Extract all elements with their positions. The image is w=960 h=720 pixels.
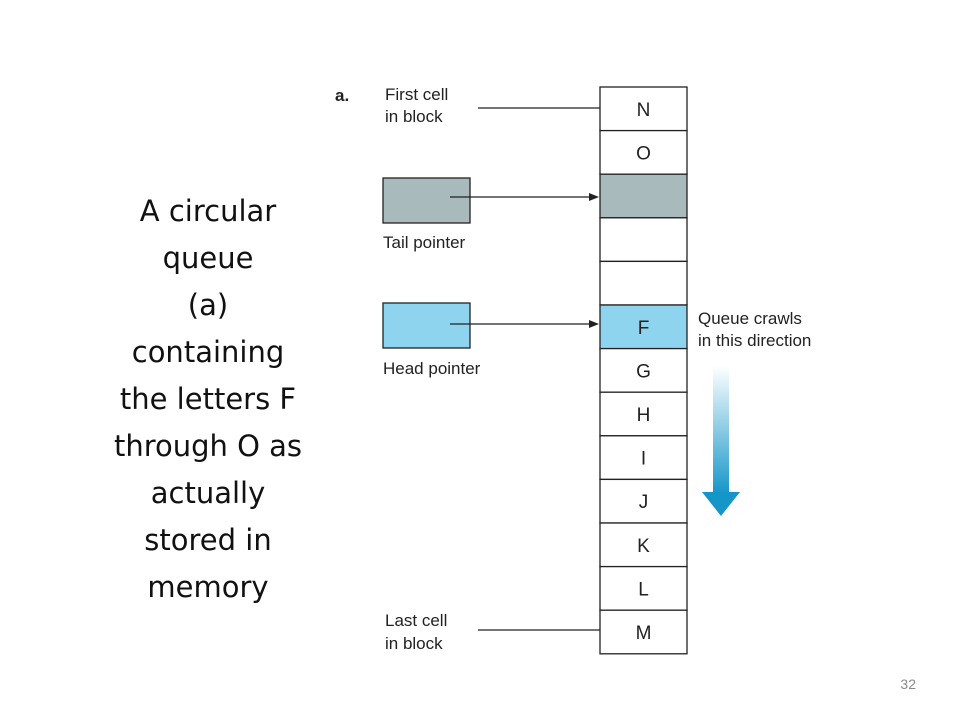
first-cell-label-line: First cell (385, 85, 448, 104)
first-cell-label-line: in block (385, 107, 443, 126)
memory-cell (599, 347, 688, 393)
tail-pointer-box (382, 177, 471, 224)
slide-description-line: queue (162, 241, 254, 275)
memory-cell (599, 565, 688, 611)
slide-description-line: stored in (144, 523, 272, 557)
page-number: 32 (900, 676, 916, 692)
slide-description-line: actually (150, 476, 266, 510)
memory-cell (599, 435, 688, 481)
tail-pointer-arrowhead (589, 193, 599, 201)
memory-cell-letter: I (641, 449, 646, 470)
memory-cell-letter: L (638, 579, 649, 600)
memory-cell-letter: O (636, 143, 651, 164)
memory-cell (599, 86, 688, 132)
direction-label-line: Queue crawls (698, 309, 802, 328)
memory-cell-letter: G (636, 361, 651, 382)
memory-cell (599, 391, 688, 437)
memory-cell (599, 173, 688, 219)
memory-cells: N O F G H I J K L M (599, 86, 688, 655)
direction-arrow-shaft (713, 366, 729, 494)
slide-description-line: memory (147, 570, 269, 604)
slide-description-line: A circular (139, 194, 277, 228)
slide-description-line: (a) (187, 288, 229, 322)
memory-cell (599, 609, 688, 655)
direction-arrow-head (702, 492, 740, 516)
slide-description-line: through O as (113, 429, 303, 463)
memory-cell-letter: J (639, 492, 649, 513)
memory-cell (599, 522, 688, 568)
memory-cell-letter: K (637, 536, 650, 557)
last-cell-label-line: Last cell (385, 611, 447, 630)
direction-label: Queue crawls in this direction (698, 309, 811, 350)
memory-cell (599, 260, 688, 306)
memory-cell-letter: M (636, 623, 652, 644)
memory-cell (599, 129, 688, 175)
memory-cell-letter: H (637, 405, 651, 426)
slide-description: A circular queue (a) containing the lett… (80, 188, 336, 611)
head-pointer-arrowhead (589, 320, 599, 328)
last-cell-label-line: in block (385, 634, 443, 653)
first-cell-label: First cell in block (385, 85, 453, 126)
slide-description-line: the letters F (119, 382, 297, 416)
memory-cell (599, 304, 688, 350)
head-pointer-label: Head pointer (383, 359, 481, 378)
memory-cell-letter: F (638, 318, 650, 339)
tail-pointer-label: Tail pointer (383, 233, 466, 252)
direction-label-line: in this direction (698, 331, 811, 350)
last-cell-label: Last cell in block (385, 611, 452, 653)
head-pointer-box (382, 302, 471, 349)
slide-description-line: containing (131, 335, 285, 369)
panel-label: a. (335, 86, 349, 105)
memory-cell-letter: N (637, 100, 651, 121)
memory-cell (599, 217, 688, 263)
